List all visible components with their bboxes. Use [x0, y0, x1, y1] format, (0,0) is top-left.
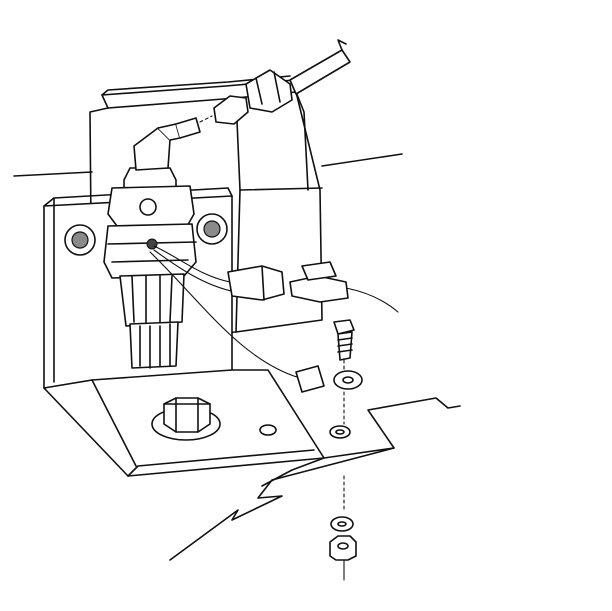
- bracket-bolt-left: [64, 224, 96, 256]
- vacuum-tube-fitting: [199, 39, 351, 125]
- connector-male: [289, 261, 349, 303]
- elbow-fitting: [133, 117, 201, 171]
- wire-harness: [149, 245, 399, 379]
- lower-washer: [330, 516, 354, 532]
- ground-screw: [333, 319, 355, 425]
- lower-plate: [169, 397, 461, 561]
- connector-female: [227, 265, 285, 301]
- bracket-hole: [259, 424, 277, 436]
- bracket-bolt-right: [196, 213, 228, 245]
- sensor-body: [103, 167, 197, 369]
- ring-terminal: [295, 365, 363, 393]
- base-hex-bolt: [151, 397, 221, 441]
- washer-upper: [329, 425, 351, 439]
- lower-nut: [329, 535, 357, 581]
